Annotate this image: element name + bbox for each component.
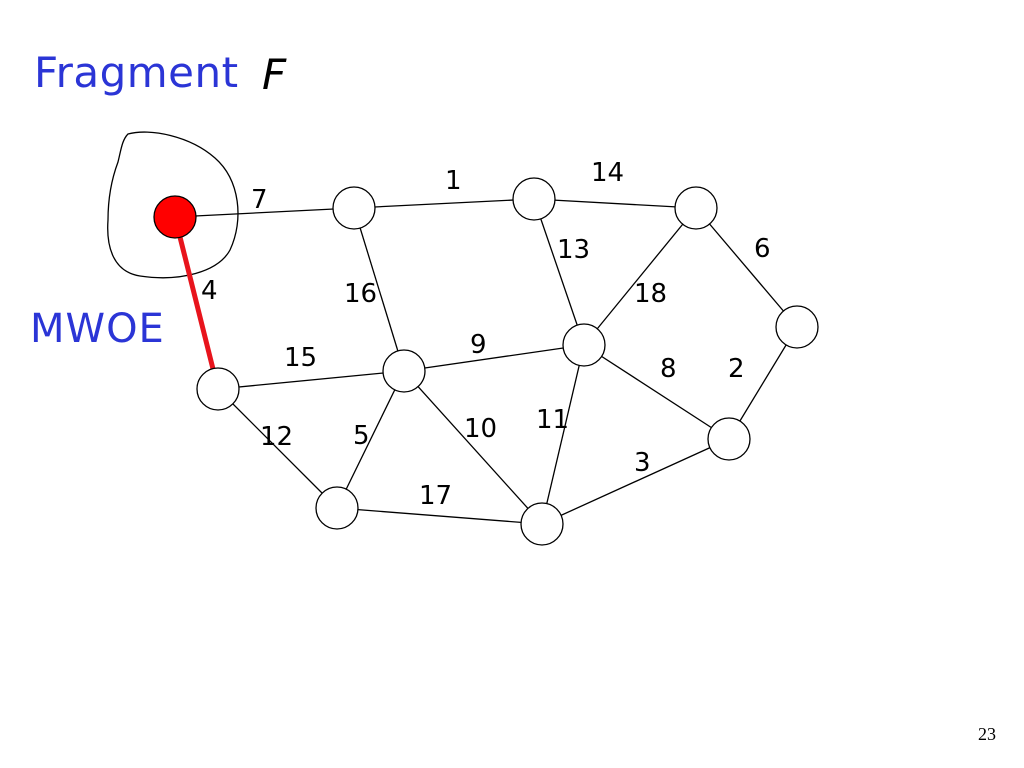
fragment-variable: F bbox=[262, 50, 287, 99]
graph-node-d bbox=[674, 186, 718, 230]
edge-g-j bbox=[583, 344, 730, 440]
edge-weight-label: 11 bbox=[536, 405, 569, 435]
edge-b-c bbox=[353, 198, 535, 209]
graph-node-h bbox=[775, 305, 819, 349]
edge-weight-label: 12 bbox=[260, 422, 293, 452]
edge-f-i bbox=[336, 370, 405, 509]
edge-weight-label: 10 bbox=[464, 414, 497, 444]
edge-a-b bbox=[174, 207, 355, 218]
edge-weight-label: 7 bbox=[251, 185, 268, 215]
edge-h-j bbox=[728, 326, 798, 440]
slide-title: Fragment bbox=[34, 48, 239, 97]
mwoe-edge bbox=[172, 216, 221, 390]
edge-weight-label: 3 bbox=[634, 448, 651, 478]
page-number: 23 bbox=[978, 724, 996, 744]
edge-c-g bbox=[533, 198, 585, 346]
edge-weight-label: 13 bbox=[557, 235, 590, 265]
graph-node-f bbox=[382, 349, 426, 393]
graph-node-j bbox=[707, 417, 751, 461]
edge-e-i bbox=[217, 388, 338, 509]
edge-f-k bbox=[403, 370, 543, 525]
edge-weight-label: 4 bbox=[201, 276, 218, 306]
fragment-boundary bbox=[107, 131, 239, 279]
edge-weight-label: 9 bbox=[470, 330, 487, 360]
weight-labels-layer: 7 4 1 14 13 18 6 16 15 12 9 5 10 11 8 2 17 3 bbox=[201, 158, 771, 511]
edges-layer bbox=[172, 198, 798, 525]
graph-node-g bbox=[562, 323, 606, 367]
edge-f-g bbox=[403, 344, 585, 372]
edge-b-f bbox=[353, 207, 405, 372]
fragment-node bbox=[153, 195, 197, 239]
edge-weight-label: 15 bbox=[284, 343, 317, 373]
graph-node-e bbox=[196, 367, 240, 411]
nodes-layer bbox=[153, 177, 819, 546]
graph-node-b bbox=[332, 186, 376, 230]
edge-weight-label: 17 bbox=[419, 481, 452, 511]
edge-weight-label: 2 bbox=[728, 354, 745, 384]
edge-weight-label: 14 bbox=[591, 158, 624, 188]
edge-c-d bbox=[533, 198, 697, 209]
graph-node-k bbox=[520, 502, 564, 546]
edge-weight-label: 5 bbox=[353, 421, 370, 451]
edge-k-j bbox=[541, 438, 730, 525]
edge-weight-label: 6 bbox=[754, 234, 771, 264]
edge-weight-label: 8 bbox=[660, 354, 677, 384]
edge-i-k bbox=[336, 507, 543, 525]
graph-node-i bbox=[315, 486, 359, 530]
edge-e-f bbox=[217, 370, 405, 390]
edge-weight-label: 18 bbox=[634, 279, 667, 309]
graph-node-c bbox=[512, 177, 556, 221]
edge-weight-label: 1 bbox=[445, 166, 462, 196]
edge-weight-label: 16 bbox=[344, 279, 377, 309]
edge-d-h bbox=[695, 207, 798, 328]
edge-d-g bbox=[583, 207, 697, 346]
edge-g-k bbox=[541, 344, 585, 525]
mwoe-label: MWOE bbox=[30, 306, 165, 352]
